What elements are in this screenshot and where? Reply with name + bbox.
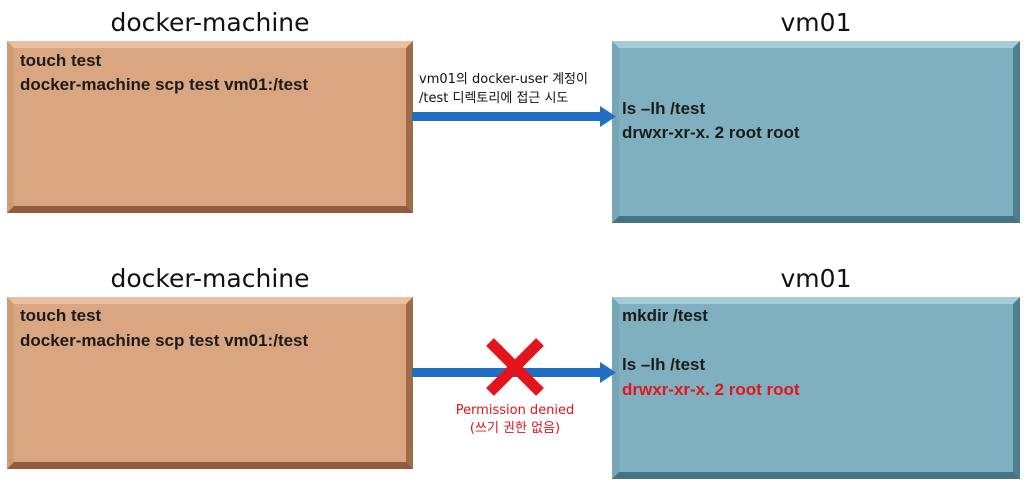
- top-left-heading: docker-machine: [110, 8, 310, 37]
- bottom-docker-machine-box: [7, 297, 413, 469]
- top-right-heading: vm01: [780, 8, 852, 37]
- top-right-line-2: drwxr-xr-x. 2 root root: [622, 123, 800, 142]
- bottom-left-line-1: touch test: [20, 306, 102, 325]
- permission-denied-note: Permission denied: [455, 403, 575, 418]
- top-arrow-note-line-2: /test 디렉토리에 접근 시도: [419, 91, 569, 106]
- no-write-permission-note: (쓰기 권한 없음): [469, 421, 561, 436]
- cross-icon: [486, 338, 544, 396]
- bottom-right-heading: vm01: [780, 264, 852, 293]
- bottom-left-heading: docker-machine: [110, 264, 310, 293]
- bottom-left-line-2: docker-machine scp test vm01:/test: [20, 331, 309, 350]
- bottom-right-line-2: ls –lh /test: [622, 355, 706, 374]
- bottom-right-line-3: drwxr-xr-x. 2 root root: [622, 380, 800, 399]
- top-left-line-2: docker-machine scp test vm01:/test: [20, 75, 309, 94]
- top-vm01-box: [612, 41, 1020, 223]
- bottom-right-line-1: mkdir /test: [622, 306, 708, 325]
- top-docker-machine-box: [7, 41, 413, 213]
- arrow-right-icon: [412, 106, 616, 127]
- top-right-line-1: ls –lh /test: [622, 99, 706, 118]
- bottom-vm01-box: [612, 297, 1020, 479]
- top-arrow-note-line-1: vm01의 docker-user 계정이: [419, 72, 588, 87]
- top-left-line-1: touch test: [20, 51, 102, 70]
